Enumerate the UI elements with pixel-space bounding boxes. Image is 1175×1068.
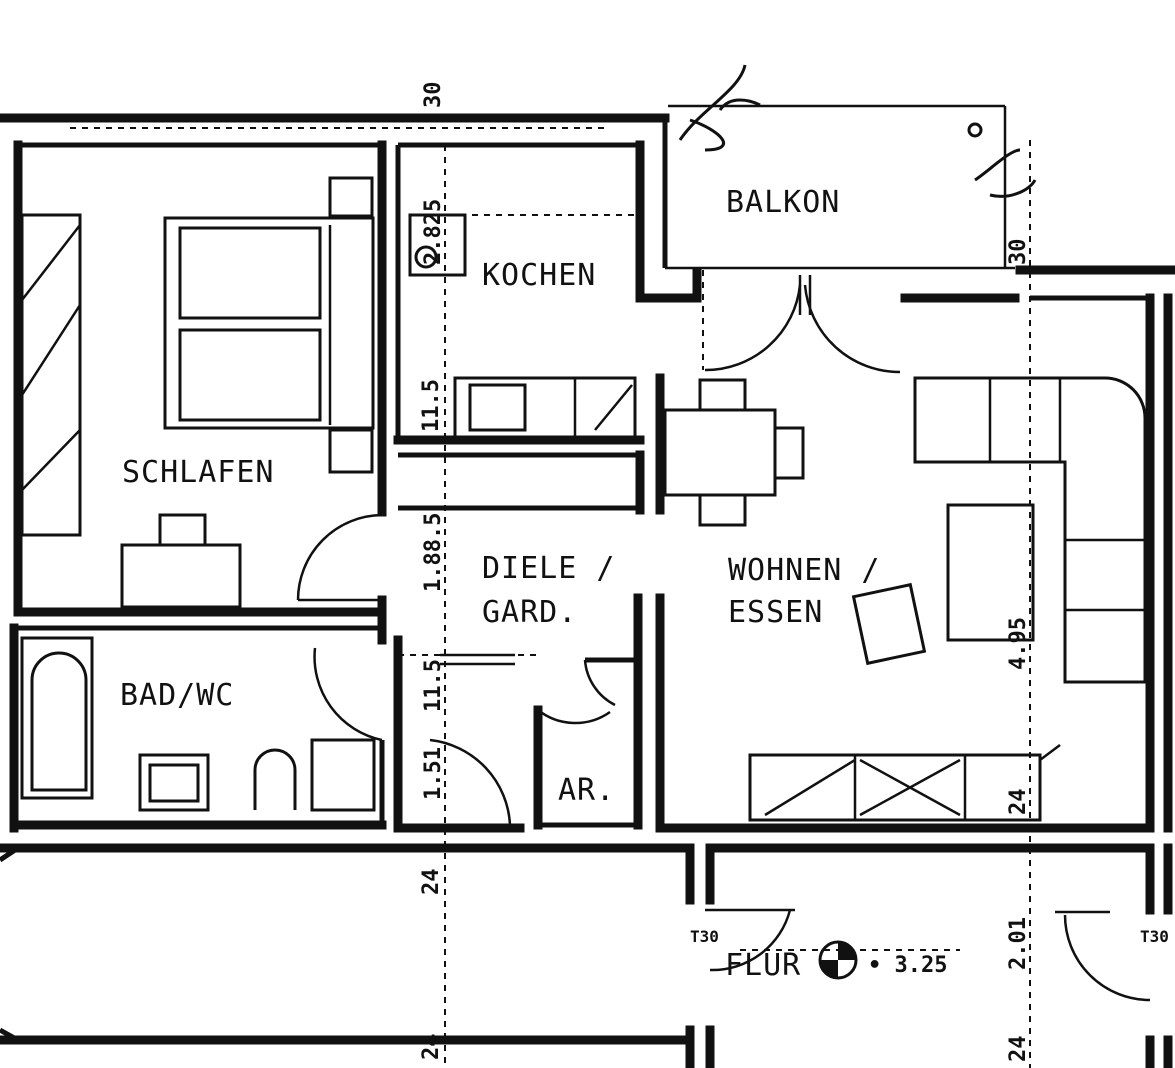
dim-flur-depth: 2.01 bbox=[1006, 917, 1031, 970]
furniture-diele bbox=[440, 653, 515, 666]
level-marker bbox=[818, 940, 858, 980]
room-label-balkon: BALKON bbox=[726, 185, 840, 220]
furniture-bad bbox=[20, 636, 376, 812]
furniture-kueche bbox=[408, 213, 640, 440]
room-label-schlafen: SCHLAFEN bbox=[122, 455, 275, 490]
dim-flur-wall: 24 bbox=[1006, 1036, 1031, 1063]
room-label-diele-2: GARD. bbox=[482, 595, 577, 630]
balkon-plants bbox=[678, 64, 1037, 198]
room-label-flur: FLUR bbox=[725, 948, 801, 983]
outer-walls bbox=[0, 104, 1175, 1068]
dim-top-wall: 30 bbox=[421, 82, 446, 109]
dim-diele-wall: 11.5 bbox=[421, 659, 446, 712]
room-label-ar: AR. bbox=[558, 773, 615, 808]
room-label-bad: BAD/WC bbox=[120, 678, 234, 713]
room-label-wohnen-1: WOHNEN / bbox=[728, 553, 881, 588]
dim-diele-width: 1.88.5 bbox=[421, 513, 446, 592]
dim-corridor-left-bottom: 24 bbox=[419, 1034, 444, 1061]
dim-flur-level: • 3.25 bbox=[868, 953, 947, 978]
dim-corridor-left: 24 bbox=[419, 869, 444, 896]
dim-wohnen-depth: 4.95 bbox=[1006, 617, 1031, 670]
dim-wohnen-wall: 24 bbox=[1006, 789, 1031, 816]
dim-door-t30-left: T30 bbox=[690, 927, 719, 946]
furniture-schlafen bbox=[20, 176, 375, 609]
dim-bad-wall: 1.51 bbox=[421, 747, 446, 800]
room-label-kueche: KOCHEN bbox=[482, 258, 596, 293]
room-label-diele-1: DIELE / bbox=[482, 551, 615, 586]
doors bbox=[296, 275, 1151, 1002]
dim-kueche-counter: 11.5 bbox=[419, 379, 444, 432]
dim-balkon-wall: 30 bbox=[1006, 239, 1031, 266]
dim-door-t30-right: T30 bbox=[1140, 927, 1169, 946]
dim-kueche-height: 2.825 bbox=[421, 199, 446, 265]
furniture-wohnen bbox=[663, 376, 1147, 822]
room-label-wohnen-2: ESSEN bbox=[728, 595, 823, 630]
